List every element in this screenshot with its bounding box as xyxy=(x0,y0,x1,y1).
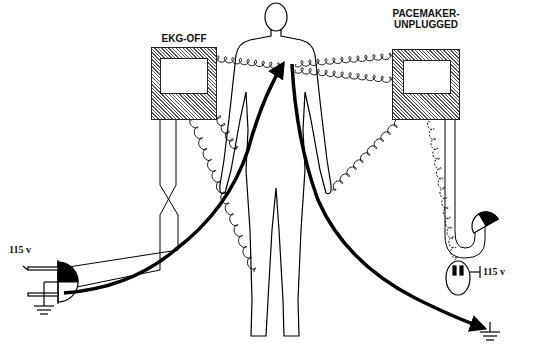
pacemaker-unit: PACEMAKER- UNPLUGGED xyxy=(382,8,470,120)
device-housing xyxy=(151,47,217,120)
ground-symbol xyxy=(480,322,500,340)
coiled-lead xyxy=(211,56,280,69)
wall-outlet xyxy=(446,261,480,295)
coiled-lead xyxy=(332,118,400,190)
unplugged-plug xyxy=(467,207,498,233)
device-housing xyxy=(392,49,460,120)
device-panel xyxy=(403,60,451,94)
device-label: EKG-OFF xyxy=(162,33,207,44)
voltage-label: 115 v xyxy=(482,266,506,277)
coiled-lead xyxy=(295,68,392,83)
coiled-lead xyxy=(190,120,256,272)
device-panel xyxy=(160,58,208,94)
pacemaker-cord xyxy=(445,120,485,258)
coiled-lead xyxy=(427,122,457,260)
human-figure xyxy=(220,3,331,336)
ekg-monitor: EKG-OFF xyxy=(151,33,217,120)
voltage-label: 115 v xyxy=(8,244,32,255)
ekg-power-cord xyxy=(62,120,178,290)
coiled-lead xyxy=(295,53,392,67)
left-plug xyxy=(23,260,78,314)
device-label: PACEMAKER- UNPLUGGED xyxy=(384,8,468,30)
